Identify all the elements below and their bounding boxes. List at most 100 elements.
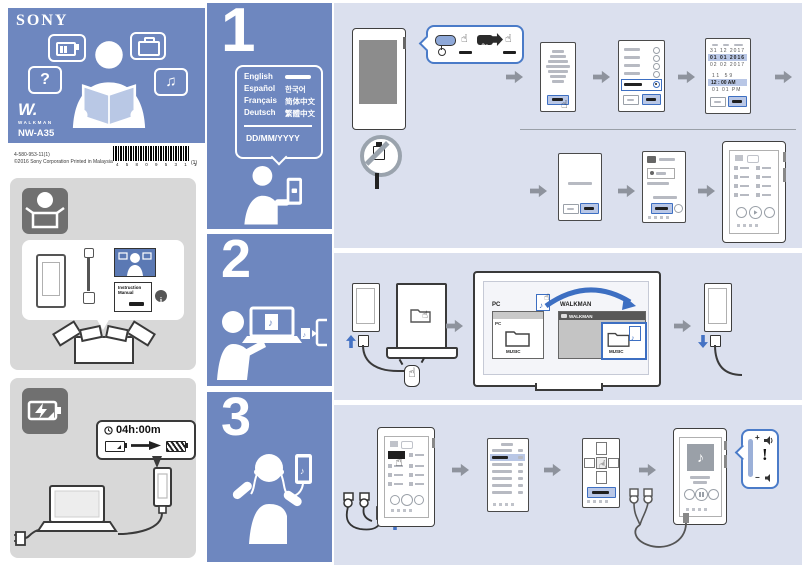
box-contents-bubble: Instruction Manual i [22, 240, 184, 320]
open-box-illustration [52, 320, 156, 364]
briefcase-bubble-icon [130, 32, 166, 60]
step2-number: 2 [221, 229, 252, 289]
unboxing-panel: Instruction Manual i [10, 178, 196, 370]
arrow-icon [544, 463, 561, 477]
barcode-digits: 4 5 8 0 9 5 3 1 1 [116, 162, 200, 167]
arrow-icon [674, 319, 691, 333]
power-button [403, 37, 406, 49]
language-english: English [244, 72, 273, 81]
tap-hand-icon: ☝ [561, 98, 568, 111]
drop-target: ♪ MUSIC [601, 322, 647, 360]
pause-button [695, 488, 708, 501]
nav-bar [493, 503, 514, 506]
transfer-person-illustration: ♪ ♪ [217, 306, 327, 380]
disconnect-arrow-icon [698, 335, 708, 348]
next-button [708, 489, 719, 500]
pc-window: PC MUSIC [492, 311, 544, 359]
language-traditional-chinese: 繁體中文 [285, 109, 315, 118]
swipe-navigation-screen: ☝ [582, 438, 620, 508]
info-icon: i [155, 290, 167, 305]
play-button [401, 494, 413, 506]
charging-time-callout: 04h:00m [96, 420, 196, 460]
help-button [674, 204, 683, 213]
cursor-icon: ☝ [544, 293, 550, 303]
hold-arrow-icon [492, 33, 503, 46]
walkman-home-device [722, 141, 786, 243]
step1-panel: 1 English Español 한국어 Français 简体中文 Deut… [207, 0, 332, 229]
language-francais: Français [244, 96, 277, 105]
listening-person-illustration: ♪ [232, 454, 312, 544]
battery-icon [56, 42, 76, 56]
music-note-icon: ♫ [165, 73, 177, 90]
usb-cable [714, 345, 743, 376]
next-button [642, 94, 661, 105]
walkman-device [352, 283, 380, 332]
selected-language-bar [285, 75, 311, 79]
home-screen [729, 150, 779, 234]
prev-button [390, 495, 400, 505]
arrow-icon [698, 184, 715, 198]
folder-icon [607, 332, 630, 347]
battery-charge-icon [22, 388, 68, 434]
quick-guide-card [114, 248, 156, 277]
barcode [113, 146, 189, 161]
next-button [580, 203, 599, 214]
clock-icon [104, 426, 113, 435]
language-espanol: Español [244, 84, 276, 93]
power-button-callout: ☝ 3s ☝ [418, 25, 524, 64]
copyright-text: ©2016 Sony Corporation Printed in Malays… [14, 159, 113, 165]
home-screen: ♪ ☝ [384, 436, 429, 518]
battery-bubble-icon [48, 34, 86, 62]
volume-callout: + − ! [734, 429, 779, 489]
back-button [710, 97, 726, 107]
svg-text:♪: ♪ [300, 466, 305, 476]
arrow-icon [593, 70, 610, 84]
walkman-label: WALKMAN [560, 302, 592, 308]
volume-minus-label: − [755, 473, 760, 482]
region-select-screen [618, 40, 665, 112]
device-outline [36, 254, 66, 308]
datetime-screen: 31 12 2017 01 01 2016 02 02 2017 11 59 1… [705, 38, 751, 114]
folder-icon [410, 309, 431, 323]
selected-bar [587, 487, 616, 498]
part-number: 4-580-953-11(1) [14, 152, 50, 158]
walkman-playing-device: ♪ [673, 428, 727, 525]
step1-number: 1 [221, 0, 256, 65]
nav-bar [391, 509, 412, 512]
walkman-logo: W. [18, 100, 38, 119]
arrow-icon [678, 70, 695, 84]
arrow-icon [775, 70, 792, 84]
monitor-stand [535, 383, 603, 391]
svg-text:♪: ♪ [303, 332, 307, 339]
volume-rocker [723, 455, 727, 468]
tap-hand-icon: ☝ [599, 458, 607, 472]
bubble-divider [244, 125, 312, 127]
callout-tail [152, 456, 162, 468]
charge-duration: 04h:00m [116, 424, 161, 436]
walkman-device [352, 28, 406, 130]
briefcase-icon [138, 41, 160, 56]
nav-bar [587, 500, 608, 503]
prev-button [736, 207, 747, 218]
date-row-selected: 01 01 2016 [710, 55, 746, 61]
nav-bar [737, 224, 758, 227]
monitor: PC PC MUSIC ♪ ☝ WALKMAN [473, 271, 661, 391]
charging-panel: 04h:00m [10, 378, 196, 558]
step2-illustrations: ☝ ☝ PC PC MUSIC ♪ [334, 253, 802, 400]
manual-title-line2: Manual [118, 290, 134, 296]
time-row-selected: 12 : 00 AM [711, 80, 736, 86]
instruction-manual: Instruction Manual [114, 282, 152, 312]
question-icon: ? [40, 71, 50, 88]
monitor-screen: PC PC MUSIC ♪ ☝ WALKMAN [483, 281, 649, 375]
walkman-device [704, 283, 732, 332]
nav-bar [648, 216, 669, 219]
manual-title-line1: Instruction [118, 285, 142, 290]
step3-number: 3 [221, 387, 252, 447]
power-button-icon [435, 35, 456, 46]
volume-bar-icon [748, 439, 753, 477]
confirm-screen [558, 153, 602, 221]
callout-tail [418, 35, 435, 52]
date-row: 02 02 2017 [710, 62, 746, 68]
next-button [728, 96, 747, 107]
language-bubble: English Español 한국어 Français 简体中文 Deutsc… [235, 65, 323, 159]
